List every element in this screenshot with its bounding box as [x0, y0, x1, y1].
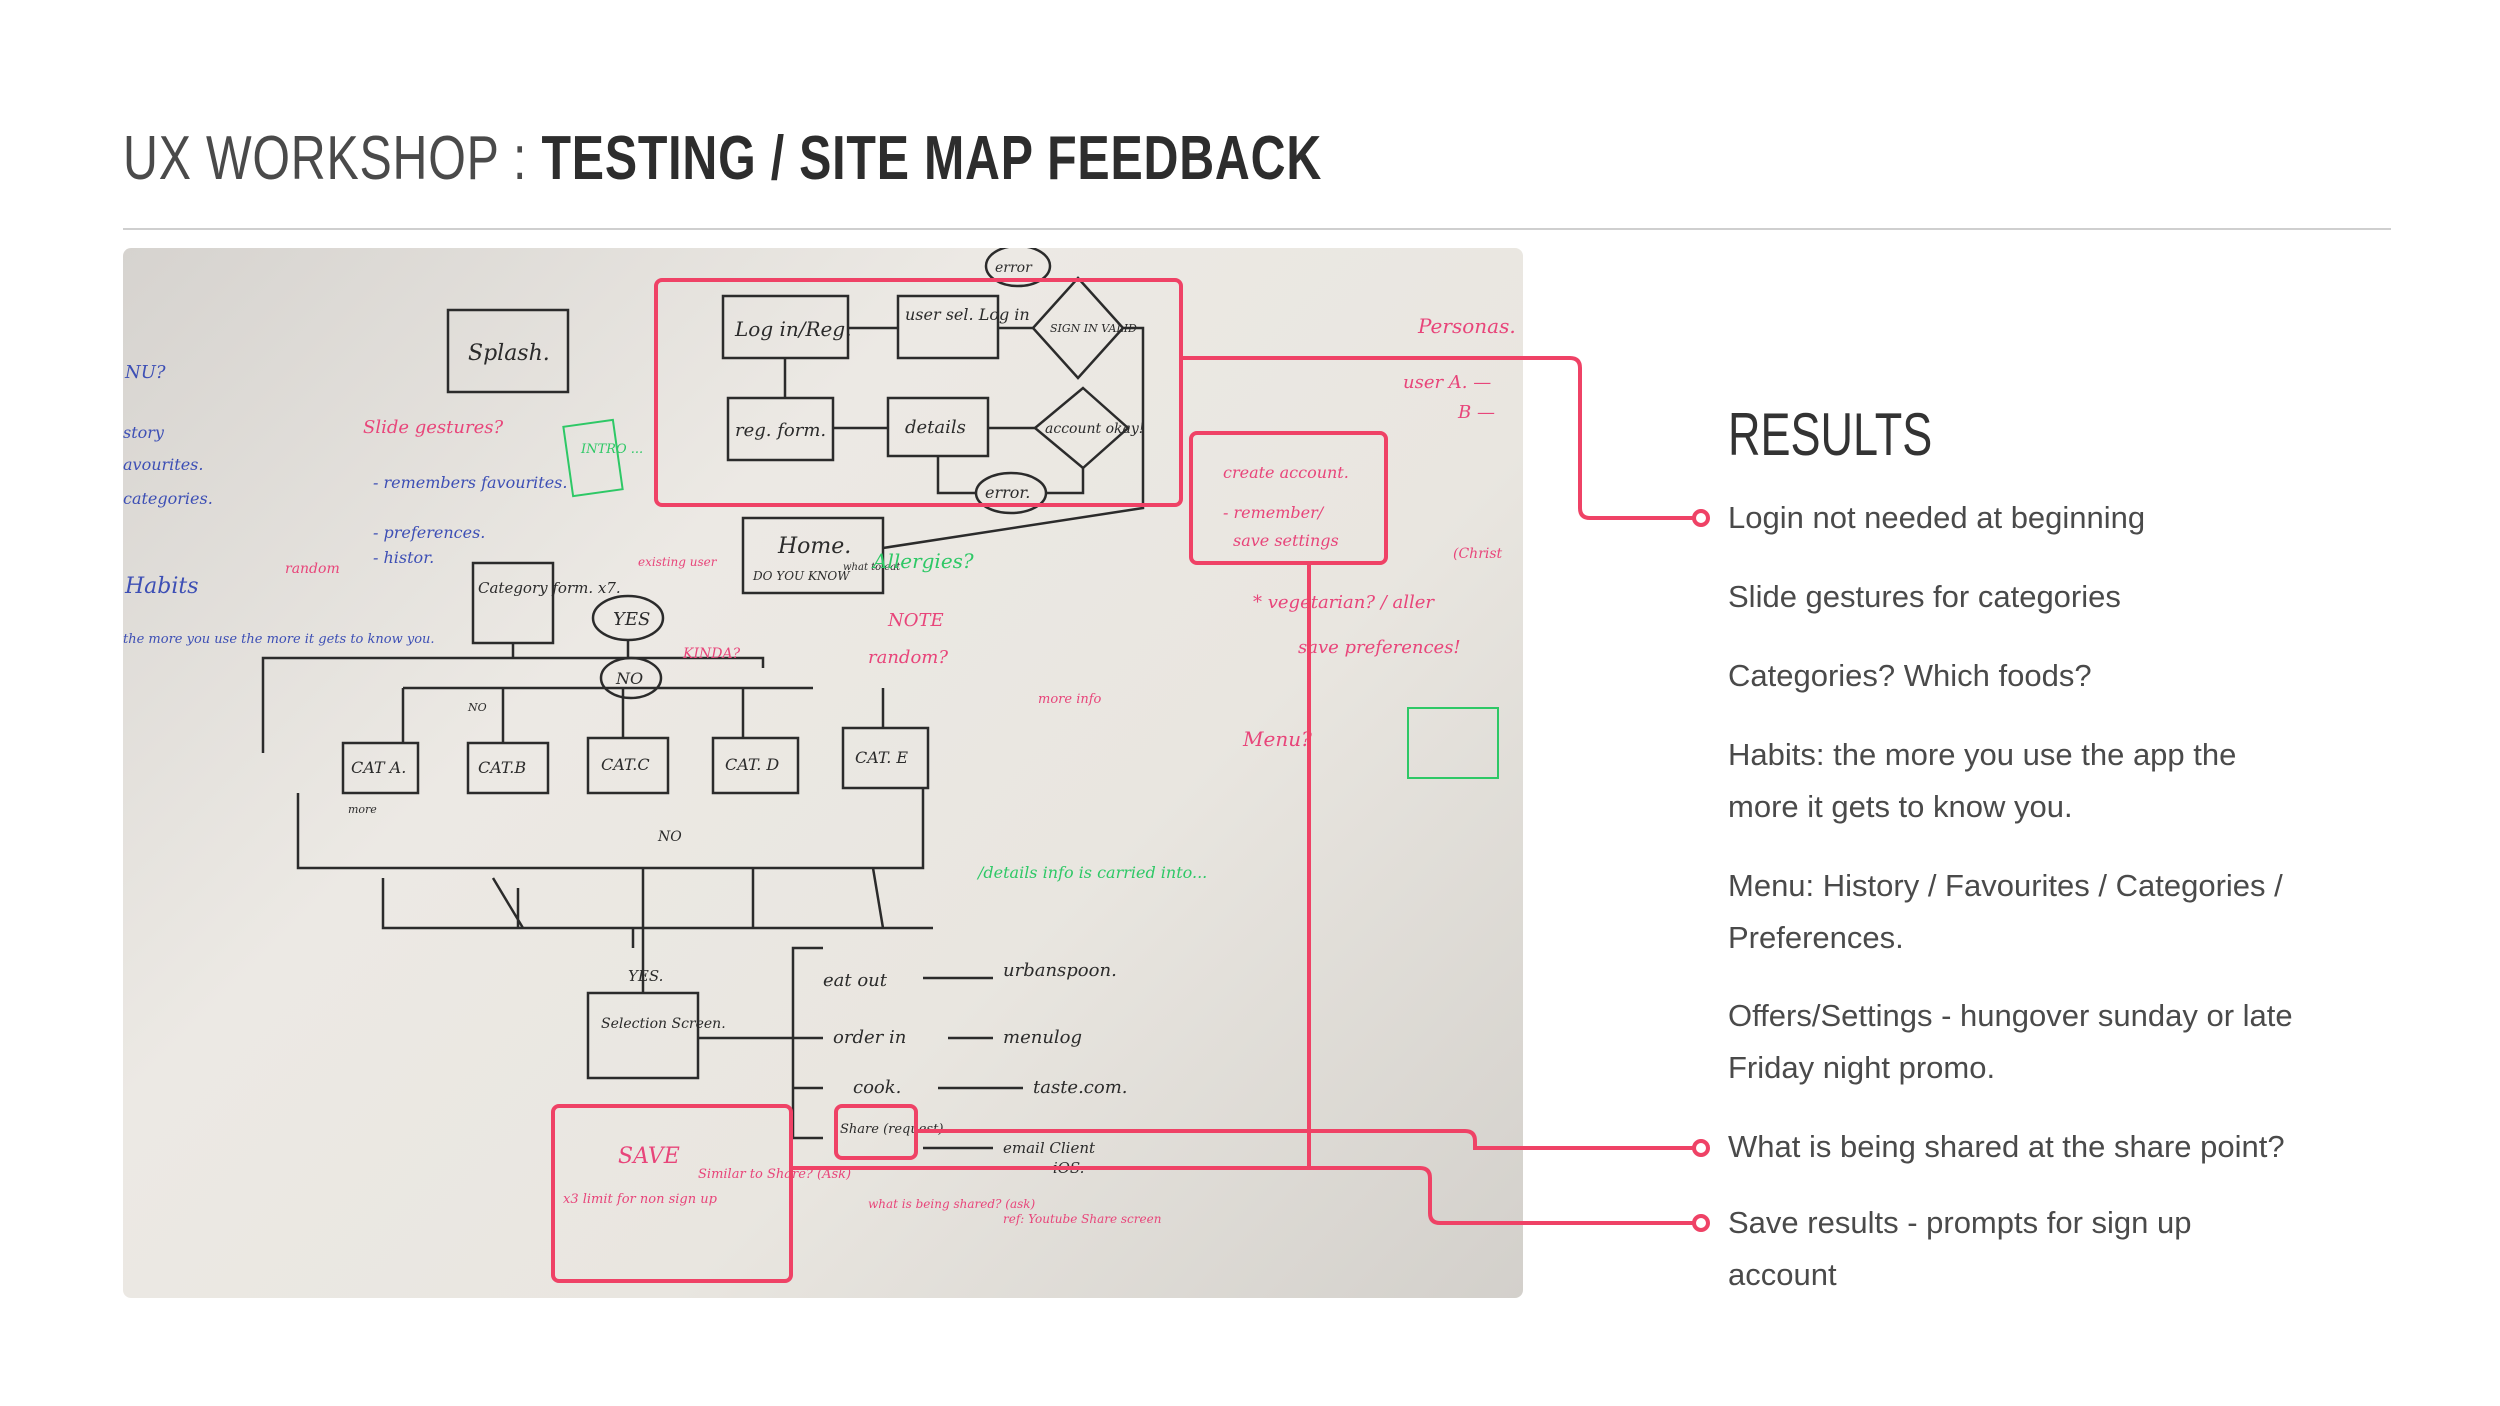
wb-similar-share: Similar to Share? (Ask) — [698, 1167, 851, 1182]
wb-taste: taste.com. — [1033, 1077, 1128, 1098]
whiteboard-sketch: Splash. Log in/Reg. user sel. Log in SIG… — [123, 248, 1523, 1298]
slide-title: UX WORKSHOP : TESTING / SITE MAP FEEDBAC… — [123, 128, 1322, 190]
wb-user-b: B — — [1457, 402, 1495, 423]
wb-ios: - iOS. — [1043, 1159, 1084, 1177]
wb-histor: - histor. — [373, 548, 434, 567]
slide-title-suffix: TESTING / SITE MAP FEEDBACK — [541, 124, 1322, 193]
wb-details: details — [905, 417, 966, 438]
wb-email: email Client — [1003, 1139, 1096, 1157]
wb-user-a: user A. — — [1403, 372, 1491, 393]
wb-yes-bottom: YES. — [628, 967, 663, 985]
wb-what-shared: what is being shared? (ask) — [868, 1197, 1036, 1211]
whiteboard-photo: Splash. Log in/Reg. user sel. Log in SIG… — [123, 248, 1523, 1298]
wb-category-form: Category form. x7. — [478, 579, 621, 597]
wb-intro: INTRO ... — [580, 442, 643, 457]
wb-cook: cook. — [853, 1077, 901, 1098]
wb-no-small: NO — [467, 701, 487, 714]
wb-christ: (Christ — [1453, 546, 1503, 562]
wb-share: Share (request) — [840, 1122, 943, 1137]
wb-save-preferences: save preferences! — [1298, 637, 1461, 658]
wb-cat-d: CAT. D — [725, 755, 779, 774]
result-item-login: Login not needed at beginning — [1728, 492, 2308, 544]
wb-create-account: create account. — [1223, 463, 1349, 482]
result-item-save: Save results - prompts for sign up accou… — [1728, 1197, 2308, 1301]
wb-selection: Selection Screen. — [601, 1016, 726, 1032]
wb-remember: - remember/ — [1223, 503, 1325, 522]
wb-login: Log in/Reg. — [734, 317, 852, 341]
wb-remembers: - remembers favourites. — [373, 473, 567, 492]
wb-preferences: - preferences. — [373, 523, 485, 542]
wb-do-you-know: DO YOU KNOW — [752, 569, 851, 583]
connector-dot-share — [1694, 1141, 1708, 1155]
wb-sign-in: SIGN IN VALID — [1050, 322, 1137, 335]
wb-reg-form: reg. form. — [735, 420, 826, 441]
wb-allergies: Allergies? — [871, 549, 974, 573]
wb-random-side: random — [285, 561, 340, 577]
wb-more: more — [348, 803, 377, 816]
connector-dot-login — [1694, 511, 1708, 525]
wb-order-in: order in — [833, 1027, 906, 1048]
selection-screen-box — [588, 993, 698, 1078]
wb-cat-c: CAT.C — [601, 755, 650, 774]
wb-cat-b: CAT.B — [478, 758, 526, 777]
wb-cat-e: CAT. E — [855, 748, 908, 767]
wb-random: random? — [868, 647, 948, 668]
wb-menu-left: NU? — [124, 362, 166, 383]
wb-categories-left: categories. — [123, 489, 213, 508]
wb-user-sel: user sel. Log in — [905, 305, 1030, 324]
wb-account-okay: account okay! — [1045, 421, 1144, 437]
result-item-share: What is being shared at the share point? — [1728, 1121, 2308, 1173]
wb-favourites-left: avourites. — [123, 455, 203, 474]
wb-home: Home. — [777, 534, 851, 559]
wb-menulog: menulog — [1003, 1027, 1082, 1048]
results-heading: RESULTS — [1728, 405, 1932, 465]
wb-the-more: the more you use the more it gets to kno… — [123, 632, 435, 647]
result-item-offers: Offers/Settings - hungover sunday or lat… — [1728, 990, 2308, 1094]
result-item-slide-gestures: Slide gestures for categories — [1728, 571, 2308, 623]
title-divider — [123, 228, 2391, 230]
slide-title-prefix: UX WORKSHOP : — [123, 124, 541, 193]
wb-eat-out: eat out — [823, 970, 888, 991]
wb-save-settings: save settings — [1233, 531, 1339, 550]
connector-dot-save — [1694, 1216, 1708, 1230]
wb-no-bottom: NO — [657, 829, 682, 845]
wb-limit: x3 limit for non sign up — [563, 1192, 718, 1207]
wb-more-info: more info — [1038, 692, 1102, 707]
wb-persona: Personas. — [1417, 314, 1516, 338]
wb-habits: Habits — [124, 574, 199, 599]
wb-error-bottom: error. — [985, 483, 1030, 502]
category-form-box — [473, 563, 553, 643]
result-item-menu: Menu: History / Favourites / Categories … — [1728, 860, 2308, 964]
wb-splash: Splash. — [468, 341, 550, 366]
wb-kinda: KINDA? — [682, 646, 741, 662]
wb-existing-user: existing user — [638, 555, 718, 569]
result-item-habits: Habits: the more you use the app the mor… — [1728, 729, 2308, 833]
wb-cat-a: CAT A. — [351, 758, 406, 777]
result-item-categories: Categories? Which foods? — [1728, 650, 2308, 702]
wb-youtube: ref: Youtube Share screen — [1003, 1212, 1161, 1226]
wb-details-info: /details info is carried into... — [976, 863, 1207, 882]
wb-error-top: error — [995, 260, 1033, 276]
wb-story: story — [123, 423, 165, 442]
wb-mini-sketch — [1408, 708, 1498, 778]
wb-yes: YES — [613, 609, 650, 630]
wb-note: NOTE — [887, 610, 944, 631]
wb-urbanspoon: urbanspoon. — [1003, 960, 1117, 981]
wb-no: NO — [615, 669, 643, 688]
wb-menu-q: Menu? — [1242, 727, 1312, 751]
wb-slide-gestures: Slide gestures? — [363, 417, 503, 438]
wb-intro-box — [563, 420, 622, 496]
wb-vegetarian: * vegetarian? / aller — [1253, 592, 1435, 613]
wb-save: SAVE — [618, 1144, 680, 1169]
